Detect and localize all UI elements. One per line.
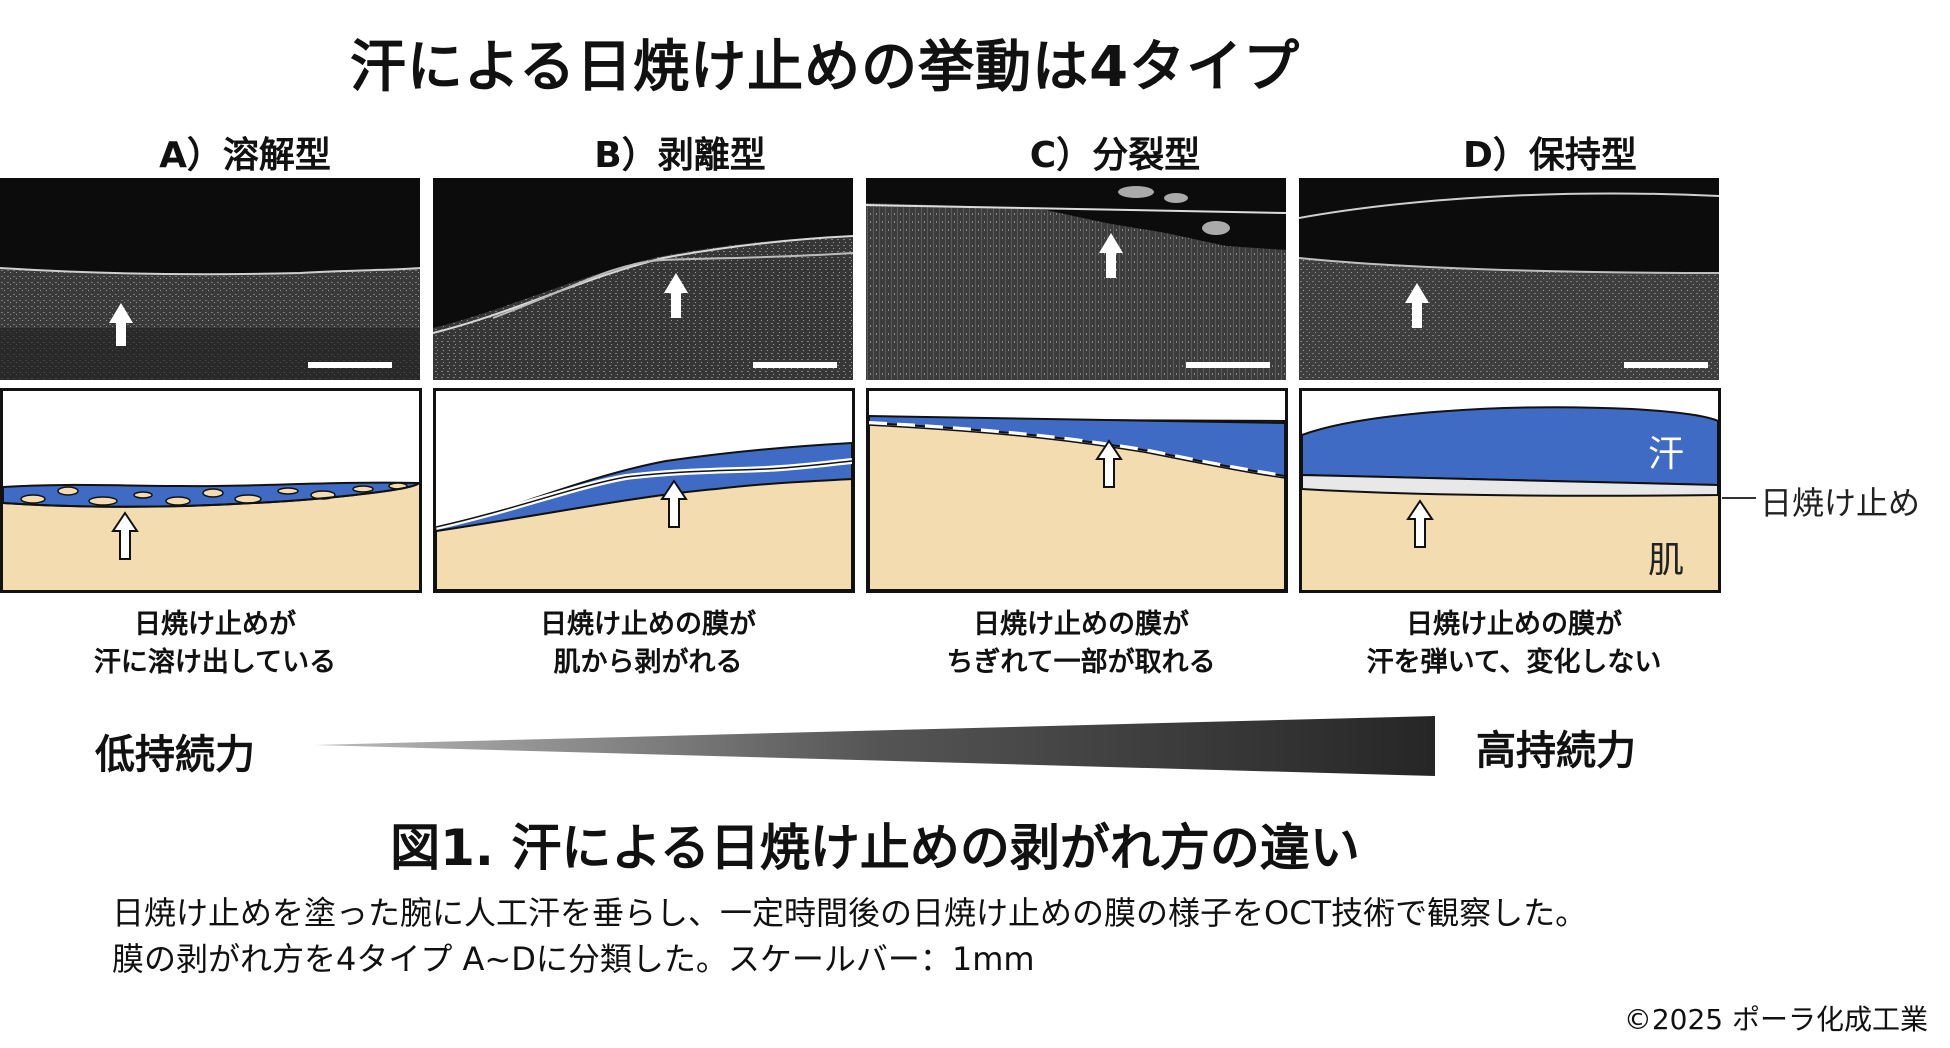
oct-arrow-b (664, 273, 688, 318)
panel-d-desc-line2: 汗を弾いて、変化しない (1366, 647, 1662, 678)
panel-a-desc-line2: 汗に溶け出している (93, 647, 337, 678)
oct-arrow-d (1405, 283, 1429, 328)
oct-arrow-c (1099, 233, 1123, 278)
panel-b-desc-line1: 日焼け止めの膜が (540, 609, 756, 640)
sunscreen-leader-line (1722, 497, 1756, 499)
panel-a-desc-line1: 日焼け止めが (134, 609, 296, 640)
diagram-b (433, 388, 855, 593)
diagram-arrow-b (660, 479, 688, 528)
scale-bar-b (753, 362, 837, 368)
skin-label: 肌 (1648, 540, 1685, 581)
panel-d-desc-line1: 日焼け止めの膜が (1406, 609, 1622, 640)
copyright: ©2025 ポーラ化成工業 (1623, 1003, 1928, 1036)
oct-image-c (866, 178, 1286, 380)
durability-wedge (315, 716, 1435, 776)
panel-b-desc: 日焼け止めの膜が 肌から剥がれる (433, 606, 863, 682)
diagram-a (0, 388, 422, 593)
panel-c-desc-line2: ちぎれて一部が取れる (946, 647, 1216, 678)
high-durability-label: 高持続力 (1476, 728, 1636, 774)
low-durability-label: 低持続力 (95, 732, 255, 778)
panel-c-desc: 日焼け止めの膜が ちぎれて一部が取れる (866, 606, 1296, 682)
scale-bar-d (1624, 362, 1708, 368)
diagram-c (866, 388, 1288, 593)
oct-image-a (0, 178, 420, 380)
oct-arrow-a (109, 303, 133, 346)
panel-b-title: B）剥離型 (594, 135, 766, 176)
oct-image-b (433, 178, 853, 380)
sweat-label: 汗 (1648, 434, 1685, 475)
figure-caption: 図1. 汗による日焼け止めの剥がれ方の違い (390, 819, 1360, 877)
panel-c-title: C）分裂型 (1029, 135, 1201, 176)
diagram-d: 汗 肌 (1299, 388, 1721, 593)
oct-image-d (1299, 178, 1719, 380)
panel-d-desc: 日焼け止めの膜が 汗を弾いて、変化しない (1299, 606, 1729, 682)
diagram-arrow-d (1406, 499, 1434, 548)
sunscreen-label: 日焼け止め (1760, 484, 1921, 522)
panel-b-desc-line2: 肌から剥がれる (553, 647, 743, 678)
method-note-line2: 膜の剥がれ方を4タイプ A~Dに分類した。スケールバー：1mm (112, 940, 1035, 978)
panel-c-desc-line1: 日焼け止めの膜が (973, 609, 1189, 640)
diagram-arrow-a (111, 511, 139, 560)
panel-d-title: D）保持型 (1463, 135, 1637, 176)
panel-a-title: A）溶解型 (159, 135, 331, 176)
method-note-line1: 日焼け止めを塗った腕に人工汗を垂らし、一定時間後の日焼け止めの膜の様子をOCT技… (112, 894, 1588, 932)
panel-a-desc: 日焼け止めが 汗に溶け出している (0, 606, 430, 682)
diagram-arrow-c (1095, 439, 1123, 488)
scale-bar-a (308, 362, 392, 368)
main-title: 汗による日焼け止めの挙動は4タイプ (349, 35, 1301, 100)
scale-bar-c (1186, 362, 1270, 368)
